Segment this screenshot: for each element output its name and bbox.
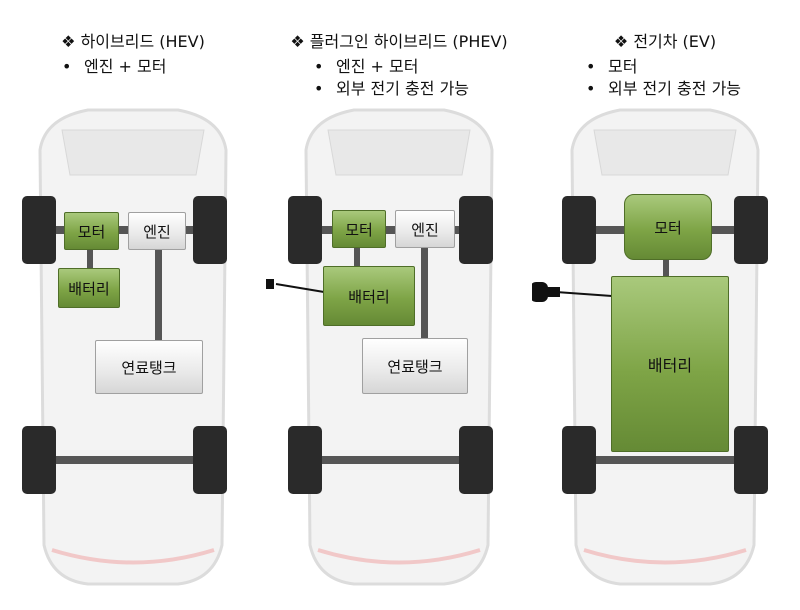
phev-column: ❖ 플러그인 하이브리드 (PHEV) 엔진 + 모터 외부 전기 충전 가능 …: [266, 0, 532, 610]
phev-feature-list: 엔진 + 모터 외부 전기 충전 가능: [314, 56, 469, 100]
ev-column: ❖ 전기차 (EV) 모터 외부 전기 충전 가능 모터 배터리: [532, 0, 798, 610]
hev-column: ❖ 하이브리드 (HEV) 엔진 + 모터 모터 엔진 배터리 연료탱크: [0, 0, 266, 610]
wheel-front-right: [193, 196, 227, 264]
engine-box: 엔진: [395, 210, 455, 248]
wheel-front-left: [288, 196, 322, 264]
motor-battery-link: [87, 248, 93, 268]
list-item: 엔진 + 모터: [62, 56, 166, 78]
wheel-rear-left: [288, 426, 322, 494]
rear-axle: [572, 456, 758, 464]
hev-car-diagram: [22, 108, 228, 586]
motor-battery-link: [354, 248, 360, 268]
hev-title: ❖ 하이브리드 (HEV): [61, 32, 205, 51]
motor-box: 모터: [64, 212, 119, 250]
motor-box: 모터: [332, 210, 386, 248]
charging-cable: [275, 283, 325, 293]
wheel-rear-right: [734, 426, 768, 494]
windshield: [327, 129, 471, 176]
fuel-tank-box: 연료탱크: [95, 340, 203, 394]
tail-light: [583, 548, 747, 565]
fuel-tank-box: 연료탱크: [362, 338, 468, 394]
plug-icon: [266, 279, 274, 289]
list-item: 모터: [586, 56, 741, 78]
plug-icon: [532, 282, 560, 302]
diamond-bullet-icon: ❖: [290, 32, 305, 51]
motor-battery-link: [663, 258, 669, 278]
rear-axle: [306, 456, 492, 464]
hev-feature-list: 엔진 + 모터: [62, 56, 166, 78]
phev-title: ❖ 플러그인 하이브리드 (PHEV): [290, 32, 508, 51]
battery-box: 배터리: [58, 268, 120, 308]
charging-cable: [555, 291, 613, 297]
diamond-bullet-icon: ❖: [61, 32, 76, 51]
wheel-front-left: [562, 196, 596, 264]
wheel-rear-left: [22, 426, 56, 494]
battery-box: 배터리: [611, 276, 729, 452]
ev-feature-list: 모터 외부 전기 충전 가능: [586, 56, 741, 100]
wheel-rear-right: [193, 426, 227, 494]
tail-light: [51, 548, 215, 565]
list-item: 엔진 + 모터: [314, 56, 469, 78]
rear-axle: [40, 456, 226, 464]
engine-tank-link: [155, 248, 162, 342]
motor-box: 모터: [624, 194, 712, 260]
list-item: 외부 전기 충전 가능: [586, 78, 741, 100]
wheel-front-left: [22, 196, 56, 264]
engine-tank-link: [421, 248, 428, 338]
tail-light: [317, 548, 481, 565]
wheel-rear-left: [562, 426, 596, 494]
list-item: 외부 전기 충전 가능: [314, 78, 469, 100]
battery-box: 배터리: [323, 266, 415, 326]
engine-box: 엔진: [128, 212, 186, 250]
ev-title: ❖ 전기차 (EV): [613, 32, 717, 51]
windshield: [593, 129, 737, 176]
wheel-front-right: [734, 196, 768, 264]
diamond-bullet-icon: ❖: [613, 32, 629, 51]
wheel-rear-right: [459, 426, 493, 494]
wheel-front-right: [459, 196, 493, 264]
windshield: [61, 129, 205, 176]
